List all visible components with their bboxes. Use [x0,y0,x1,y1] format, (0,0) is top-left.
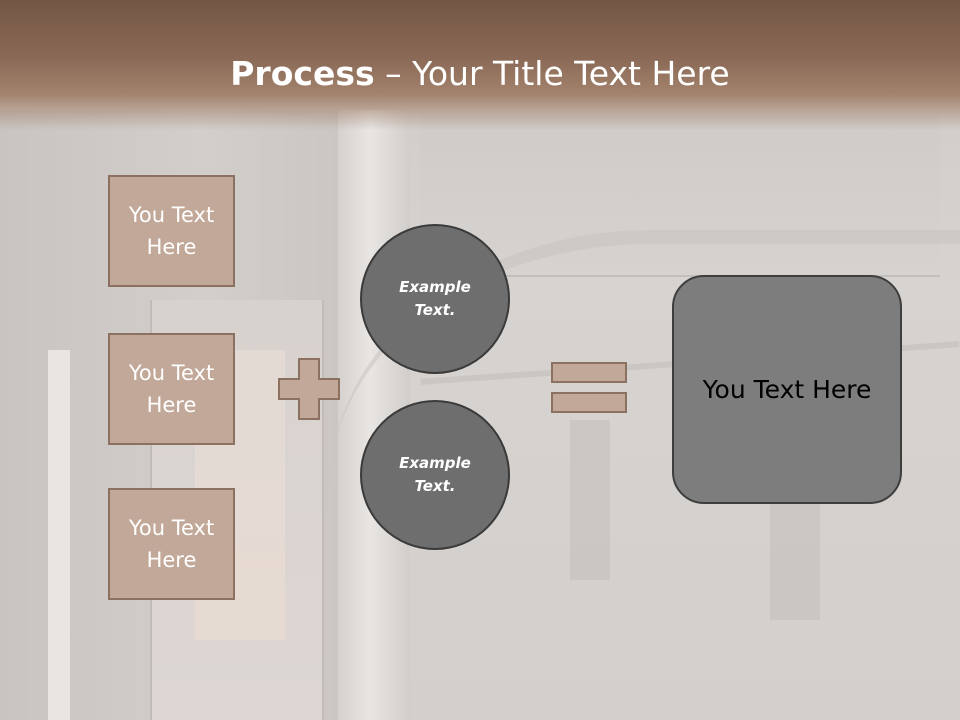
result-box: You Text Here [672,275,902,504]
result-box-label: You Text Here [702,375,872,404]
equals-bar-bottom [551,392,627,413]
circle-2: Example Text. [360,400,510,550]
title-bar [0,0,960,130]
input-box-2: You Text Here [108,333,235,445]
circle-2-label: Example Text. [399,454,471,495]
input-box-3-label: You Text Here [128,516,215,572]
input-box-1: You Text Here [108,175,235,287]
equals-bar-top [551,362,627,383]
title-rest: – Your Title Text Here [374,54,730,93]
circle-1-label: Example Text. [399,278,471,319]
circle-1: Example Text. [360,224,510,374]
plus-icon [278,358,340,420]
title-strong: Process [230,54,375,93]
input-box-2-label: You Text Here [128,361,215,417]
input-box-1-label: You Text Here [128,203,215,259]
input-box-3: You Text Here [108,488,235,600]
slide-title: Process – Your Title Text Here [0,52,960,96]
